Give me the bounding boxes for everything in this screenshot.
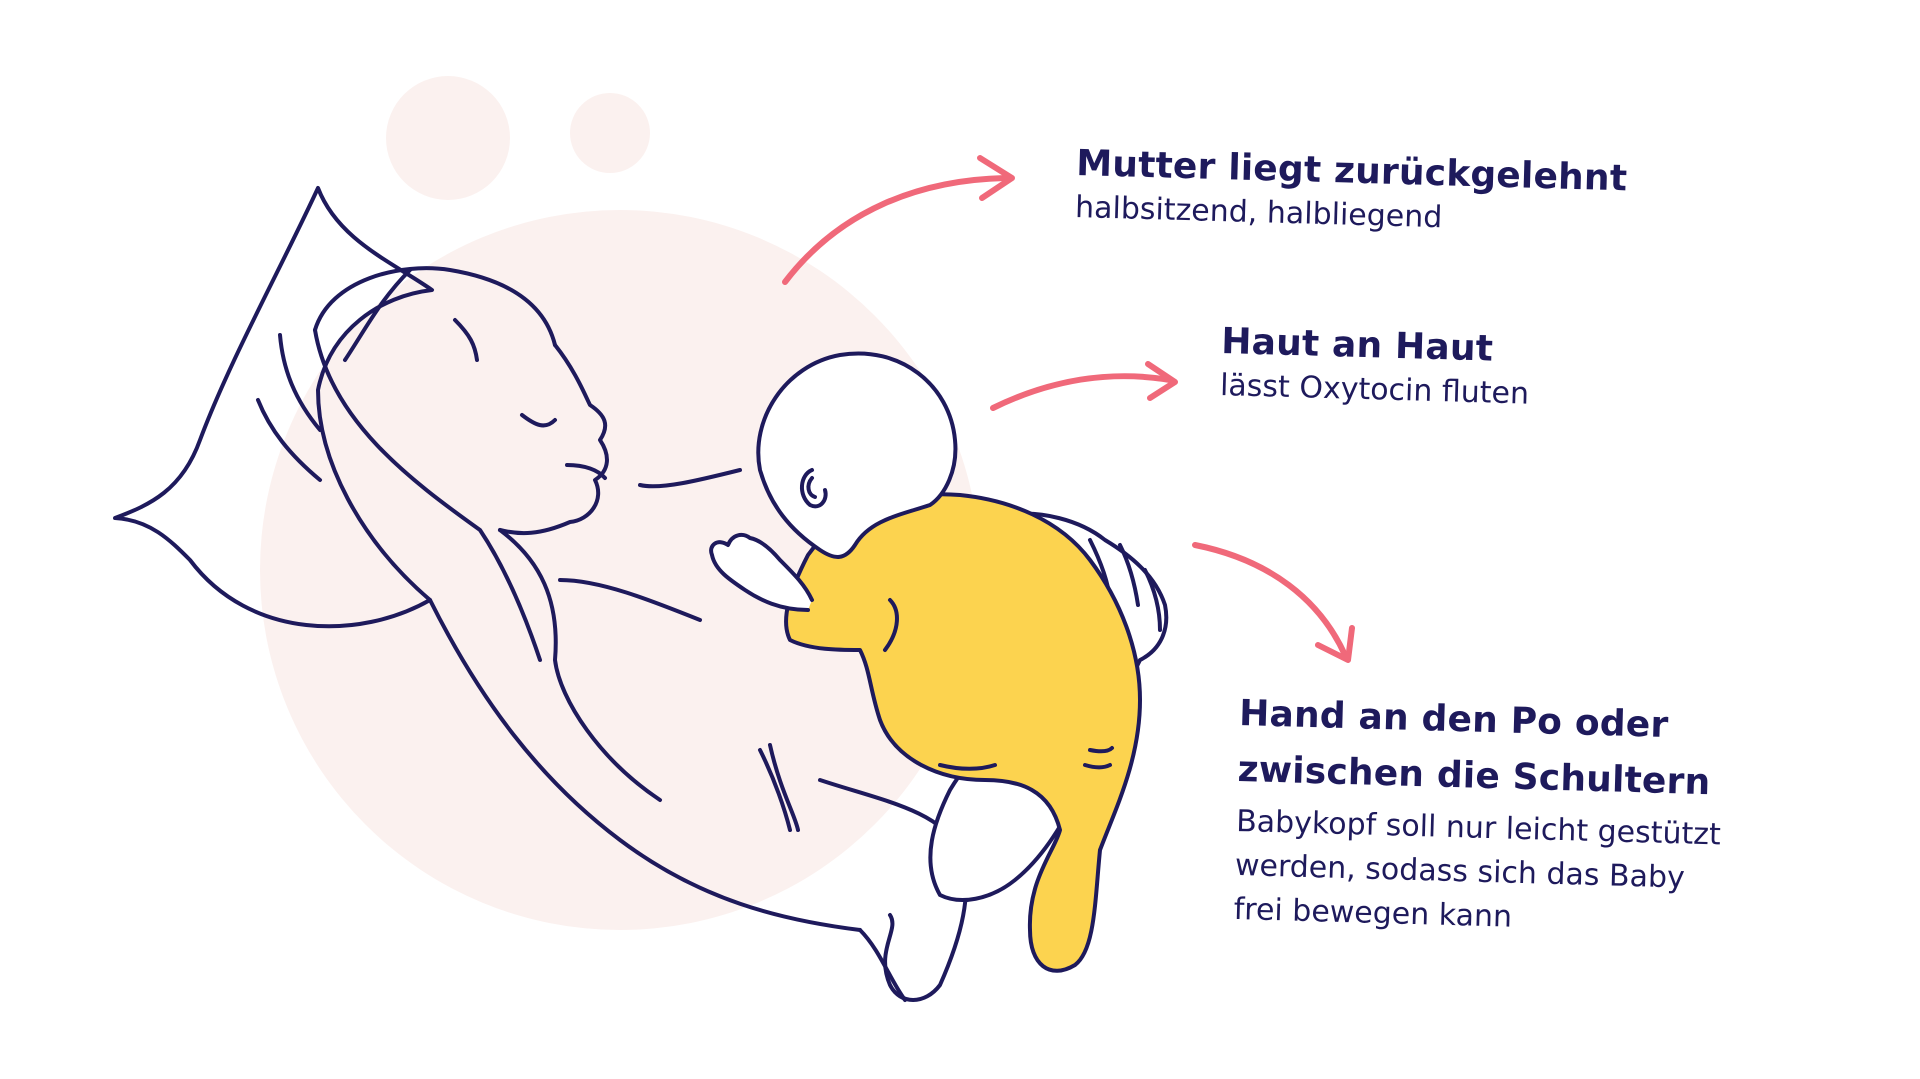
- callout-hand-placement: Hand an den Po oder zwischen die Schulte…: [1233, 686, 1724, 943]
- onesie-details: [883, 598, 1114, 771]
- callout-skin-to-skin: Haut an Haut lässt Oxytocin fluten: [1220, 318, 1531, 415]
- arrow-right-icon: [977, 155, 1015, 201]
- arrow-right-icon: [990, 373, 1173, 411]
- mother-figure: [313, 266, 969, 1002]
- arrow-right-icon: [782, 175, 1008, 285]
- baby-hand: [709, 532, 814, 612]
- arrow-right-icon: [1145, 361, 1178, 401]
- callout-reclined-mother: Mutter liegt zurückgelehnt halbsitzend, …: [1075, 140, 1628, 243]
- pillow: [113, 186, 434, 629]
- arrow-down-right-icon: [1315, 625, 1355, 663]
- callout-title: Haut an Haut: [1220, 320, 1494, 370]
- arrows: [782, 155, 1355, 663]
- arrow-down-right-icon: [1192, 542, 1348, 658]
- baby-head: [756, 351, 958, 559]
- baby-onesie: [784, 492, 1142, 973]
